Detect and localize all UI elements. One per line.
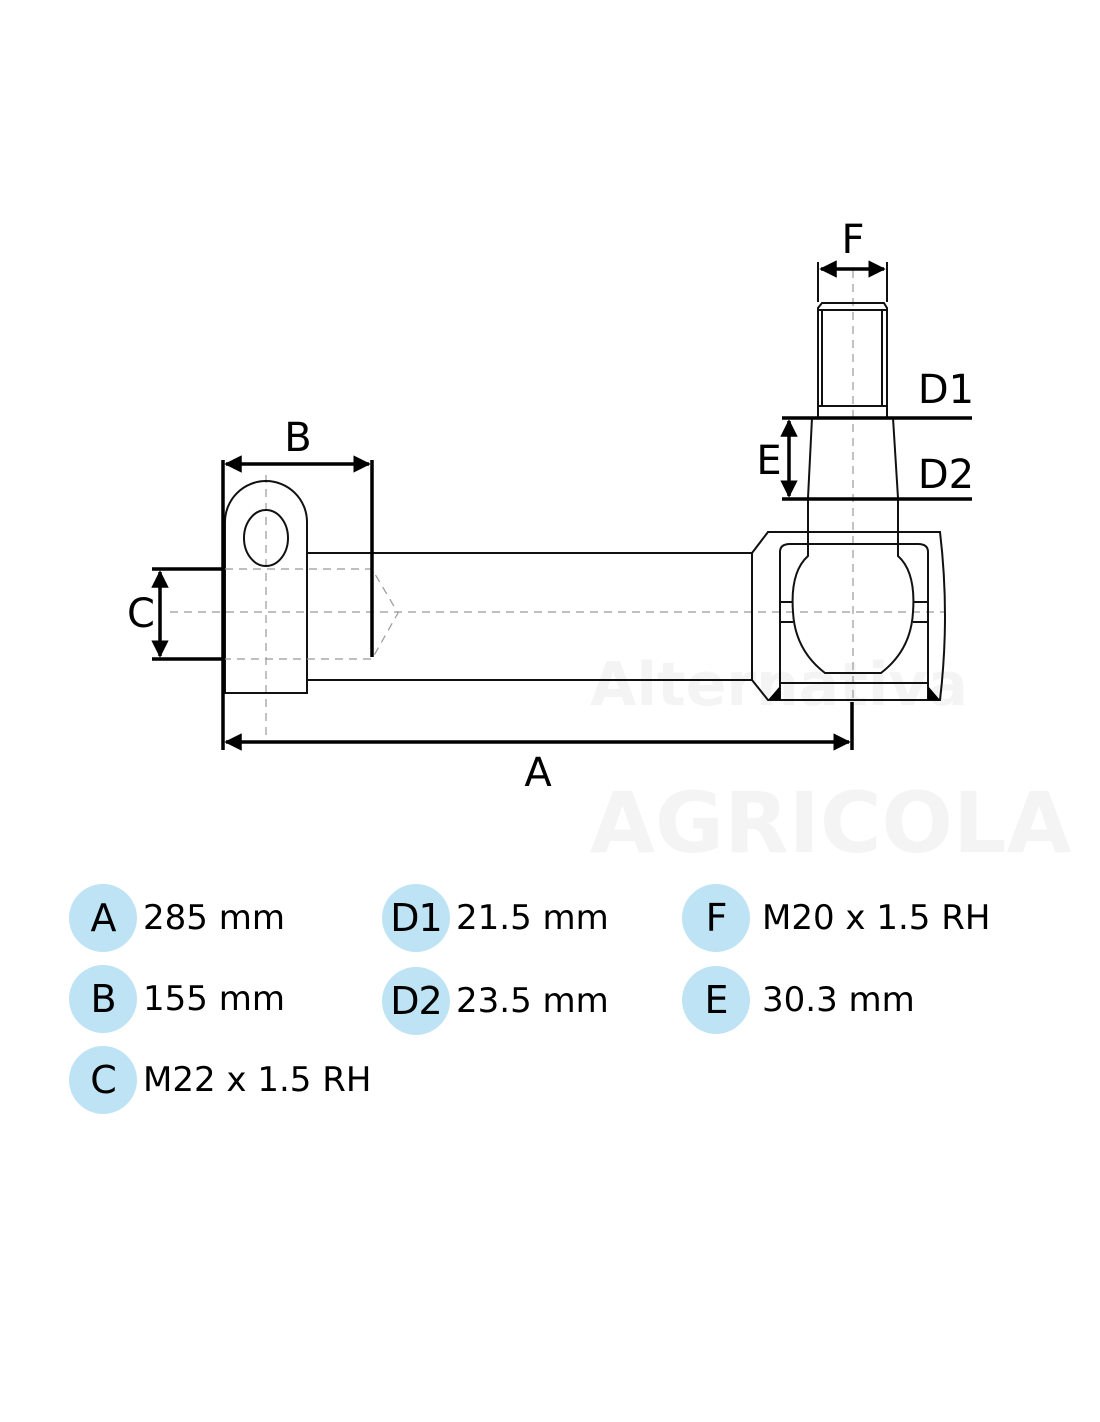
ball-seat: [780, 601, 928, 623]
badge-f: F: [682, 884, 750, 952]
eye-hole: [243, 509, 289, 567]
spec-value: 21.5 mm: [456, 898, 609, 938]
spec-d1: D1 21.5 mm: [382, 884, 609, 952]
stud-thread: [817, 302, 888, 418]
label-b: B: [284, 415, 311, 461]
dimension-b: B: [224, 415, 371, 473]
socket-inner: [779, 543, 929, 700]
label-c: C: [127, 591, 155, 637]
svg-text:AGRICOLA: AGRICOLA: [590, 774, 1071, 872]
socket-housing: [751, 531, 946, 701]
spec-value: M20 x 1.5 RH: [762, 898, 991, 938]
spec-value: 285 mm: [143, 898, 285, 938]
spec-e: E 30.3 mm: [682, 966, 915, 1034]
label-d2: D2: [918, 452, 974, 498]
spec-d2: D2 23.5 mm: [382, 967, 609, 1035]
badge-d2: D2: [382, 967, 450, 1035]
dimension-a: A: [221, 460, 854, 796]
hidden-thread: [225, 568, 399, 660]
badge-b: B: [69, 965, 137, 1033]
label-d1: D1: [918, 367, 974, 413]
dimension-c: C: [127, 567, 222, 661]
spec-value: 23.5 mm: [456, 981, 609, 1021]
badge-e: E: [682, 966, 750, 1034]
eye-lug: [224, 480, 308, 694]
label-f: F: [841, 217, 864, 263]
ball: [791, 543, 915, 674]
badge-d1: D1: [382, 884, 450, 952]
spec-b: B 155 mm: [69, 965, 285, 1033]
badge-a: A: [69, 884, 137, 952]
dimension-f: F: [817, 217, 888, 302]
spec-value: 155 mm: [143, 979, 285, 1019]
badge-c: C: [69, 1046, 137, 1114]
label-a: A: [524, 750, 552, 796]
spec-value: M22 x 1.5 RH: [143, 1060, 372, 1100]
tube: [307, 552, 752, 681]
label-e: E: [756, 438, 781, 484]
spec-c: C M22 x 1.5 RH: [69, 1046, 371, 1114]
spec-a: A 285 mm: [69, 884, 285, 952]
spec-f: F M20 x 1.5 RH: [682, 884, 990, 952]
dimension-d1-d2-e: D1 D2 E: [756, 367, 974, 501]
spec-value: 30.3 mm: [762, 980, 915, 1020]
